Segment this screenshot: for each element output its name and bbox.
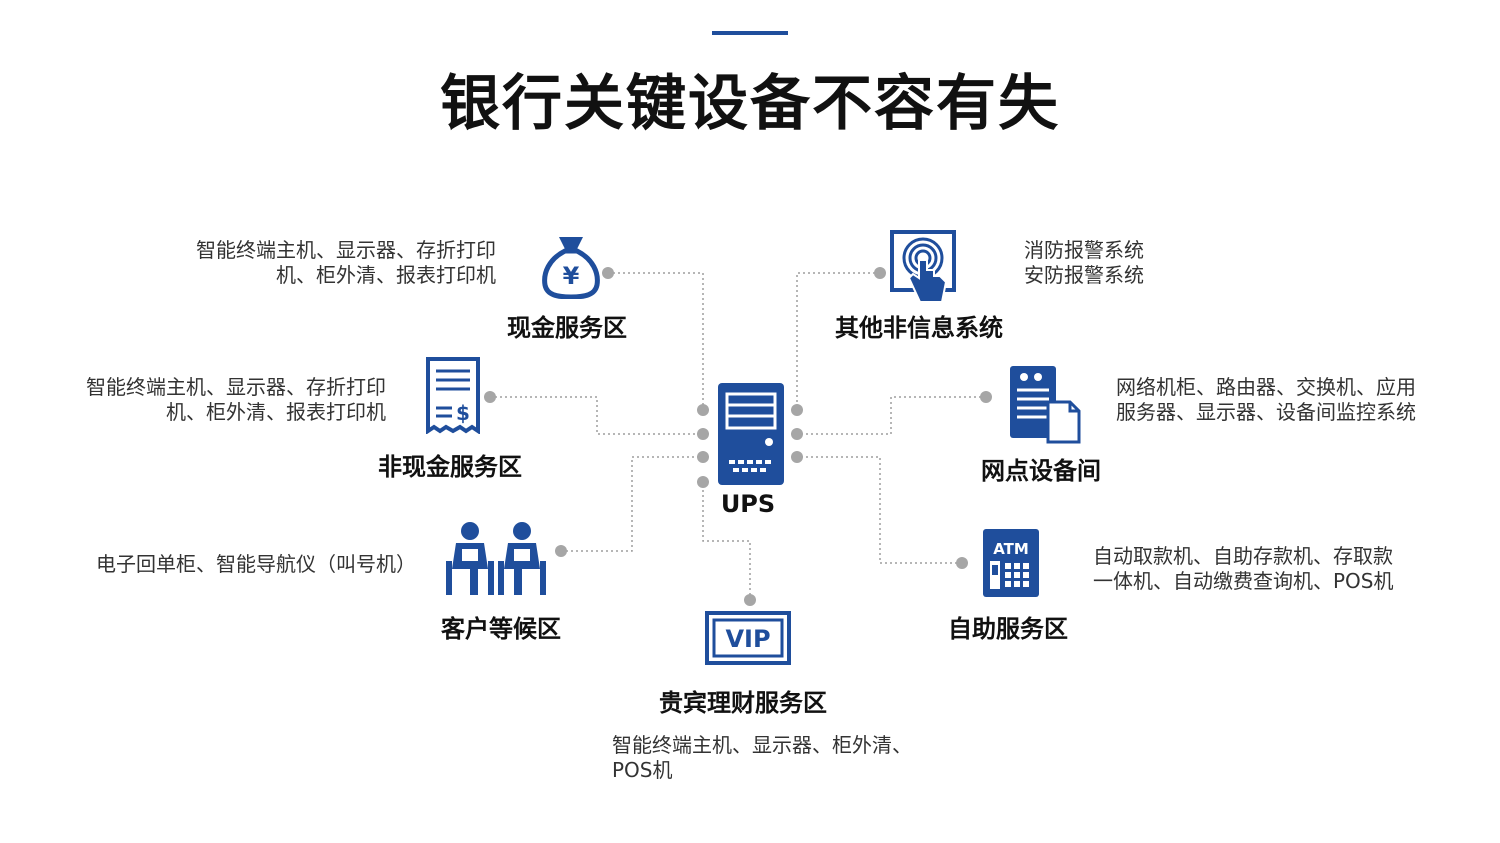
connector-dot xyxy=(744,594,756,606)
desc-line: 电子回单柜、智能导航仪（叫号机） xyxy=(96,552,416,576)
vip-card-icon: VIP xyxy=(705,611,791,665)
desc-line: 智能终端主机、显示器、存折打印 xyxy=(86,375,386,399)
connector-dot xyxy=(980,391,992,403)
connector-dot xyxy=(956,557,968,569)
receipt-icon: $ xyxy=(426,357,480,434)
ups-label: UPS xyxy=(720,490,776,518)
svg-text:ATM: ATM xyxy=(993,540,1029,558)
zone-desc-other: 消防报警系统 安防报警系统 xyxy=(1024,238,1144,288)
desc-line: 智能终端主机、显示器、柜外清、 xyxy=(612,733,912,757)
svg-text:¥: ¥ xyxy=(563,262,580,290)
connector-equipment xyxy=(797,396,986,435)
zone-desc-equipment: 网络机柜、路由器、交换机、应用 服务器、显示器、设备间监控系统 xyxy=(1116,375,1416,425)
connector-dot xyxy=(697,476,709,488)
title-accent-bar xyxy=(712,31,788,35)
desc-line: 服务器、显示器、设备间监控系统 xyxy=(1116,400,1416,424)
zone-desc-waiting: 电子回单柜、智能导航仪（叫号机） xyxy=(96,552,416,577)
connector-dot xyxy=(791,404,803,416)
desc-line: 机、柜外清、报表打印机 xyxy=(276,263,496,287)
money-bag-icon: ¥ xyxy=(542,237,600,299)
connector-dot xyxy=(555,545,567,557)
zone-label-self: 自助服务区 xyxy=(948,615,1068,643)
zone-label-vip: 贵宾理财服务区 xyxy=(659,689,827,717)
connector-dot xyxy=(791,451,803,463)
connector-noncash xyxy=(490,396,703,435)
desc-line: POS机 xyxy=(612,758,673,782)
zone-desc-noncash: 智能终端主机、显示器、存折打印 机、柜外清、报表打印机 xyxy=(50,375,386,425)
connector-vip xyxy=(702,482,751,600)
desc-line: 消防报警系统 xyxy=(1024,238,1144,262)
connector-self xyxy=(797,456,962,564)
svg-text:VIP: VIP xyxy=(725,625,770,653)
connector-dot xyxy=(697,428,709,440)
seated-customers-icon xyxy=(446,522,546,595)
zone-desc-self: 自动取款机、自助存款机、存取款 一体机、自动缴费查询机、POS机 xyxy=(1093,544,1394,594)
server-document-icon xyxy=(1010,366,1081,444)
ups-server-icon xyxy=(718,383,784,485)
connector-cash xyxy=(608,272,704,410)
connector-dot xyxy=(602,267,614,279)
zone-label-equipment: 网点设备间 xyxy=(981,457,1101,485)
fingerprint-touch-icon xyxy=(890,230,956,303)
connector-dot xyxy=(791,428,803,440)
desc-line: 一体机、自动缴费查询机、POS机 xyxy=(1093,569,1394,593)
desc-line: 智能终端主机、显示器、存折打印 xyxy=(196,238,496,262)
desc-line: 安防报警系统 xyxy=(1024,263,1144,287)
zone-desc-vip: 智能终端主机、显示器、柜外清、 POS机 xyxy=(612,733,912,783)
zone-desc-cash: 智能终端主机、显示器、存折打印 机、柜外清、报表打印机 xyxy=(160,238,496,288)
zone-label-cash: 现金服务区 xyxy=(507,314,627,342)
atm-icon: ATM xyxy=(983,529,1039,597)
desc-line: 机、柜外清、报表打印机 xyxy=(166,400,386,424)
connector-dot xyxy=(697,404,709,416)
zone-label-waiting: 客户等候区 xyxy=(441,615,561,643)
connector-dot xyxy=(697,451,709,463)
page-title: 银行关键设备不容有失 xyxy=(440,69,1060,139)
connector-dot xyxy=(874,267,886,279)
connector-dot xyxy=(484,391,496,403)
zone-label-noncash: 非现金服务区 xyxy=(378,453,522,481)
desc-line: 网络机柜、路由器、交换机、应用 xyxy=(1116,375,1416,399)
svg-text:$: $ xyxy=(456,401,470,425)
desc-line: 自动取款机、自助存款机、存取款 xyxy=(1093,544,1393,568)
connector-waiting xyxy=(561,456,703,552)
zone-label-other: 其他非信息系统 xyxy=(835,314,1003,342)
